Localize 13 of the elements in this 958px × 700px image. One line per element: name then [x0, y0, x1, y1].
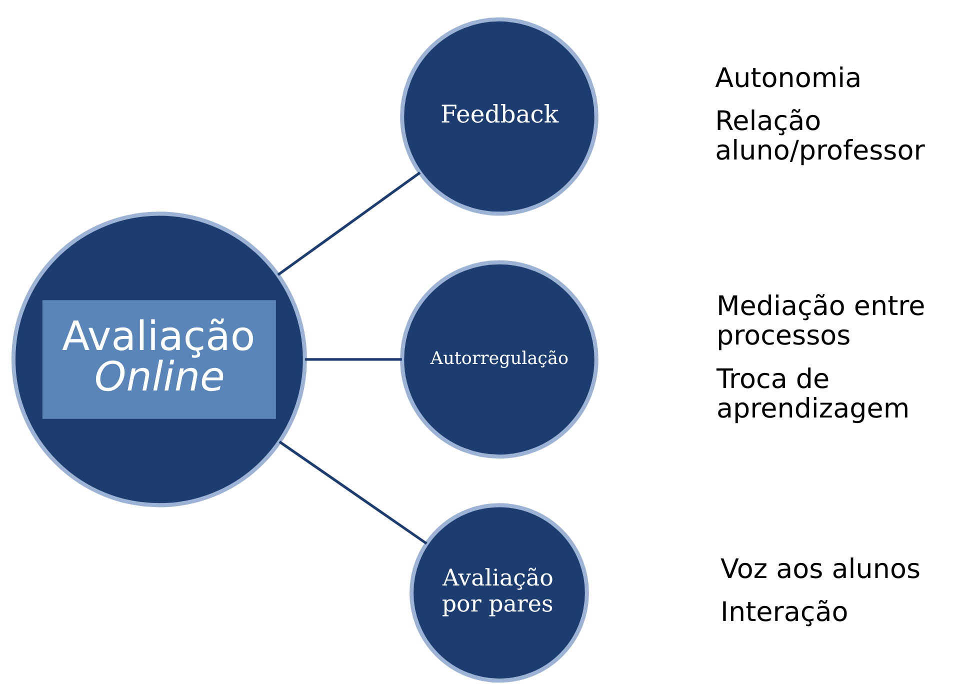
node-circle: Feedback [400, 17, 598, 216]
node-label: Relação aluno/professor [715, 106, 925, 167]
node-circle: Avaliação Online [11, 212, 307, 508]
node-label: Voz aos alunos [720, 554, 921, 586]
node-label: Autonomia [715, 62, 862, 94]
connector [277, 172, 421, 276]
node-circle: Avaliação por pares [410, 503, 589, 683]
node-circle: Autorregulação [400, 260, 598, 459]
node-label: Interação [720, 597, 848, 628]
node-label: Troca de aprendizagem [716, 364, 910, 424]
connector [278, 440, 428, 545]
connector [305, 358, 402, 361]
node-label: Mediação entre processos [716, 290, 926, 352]
